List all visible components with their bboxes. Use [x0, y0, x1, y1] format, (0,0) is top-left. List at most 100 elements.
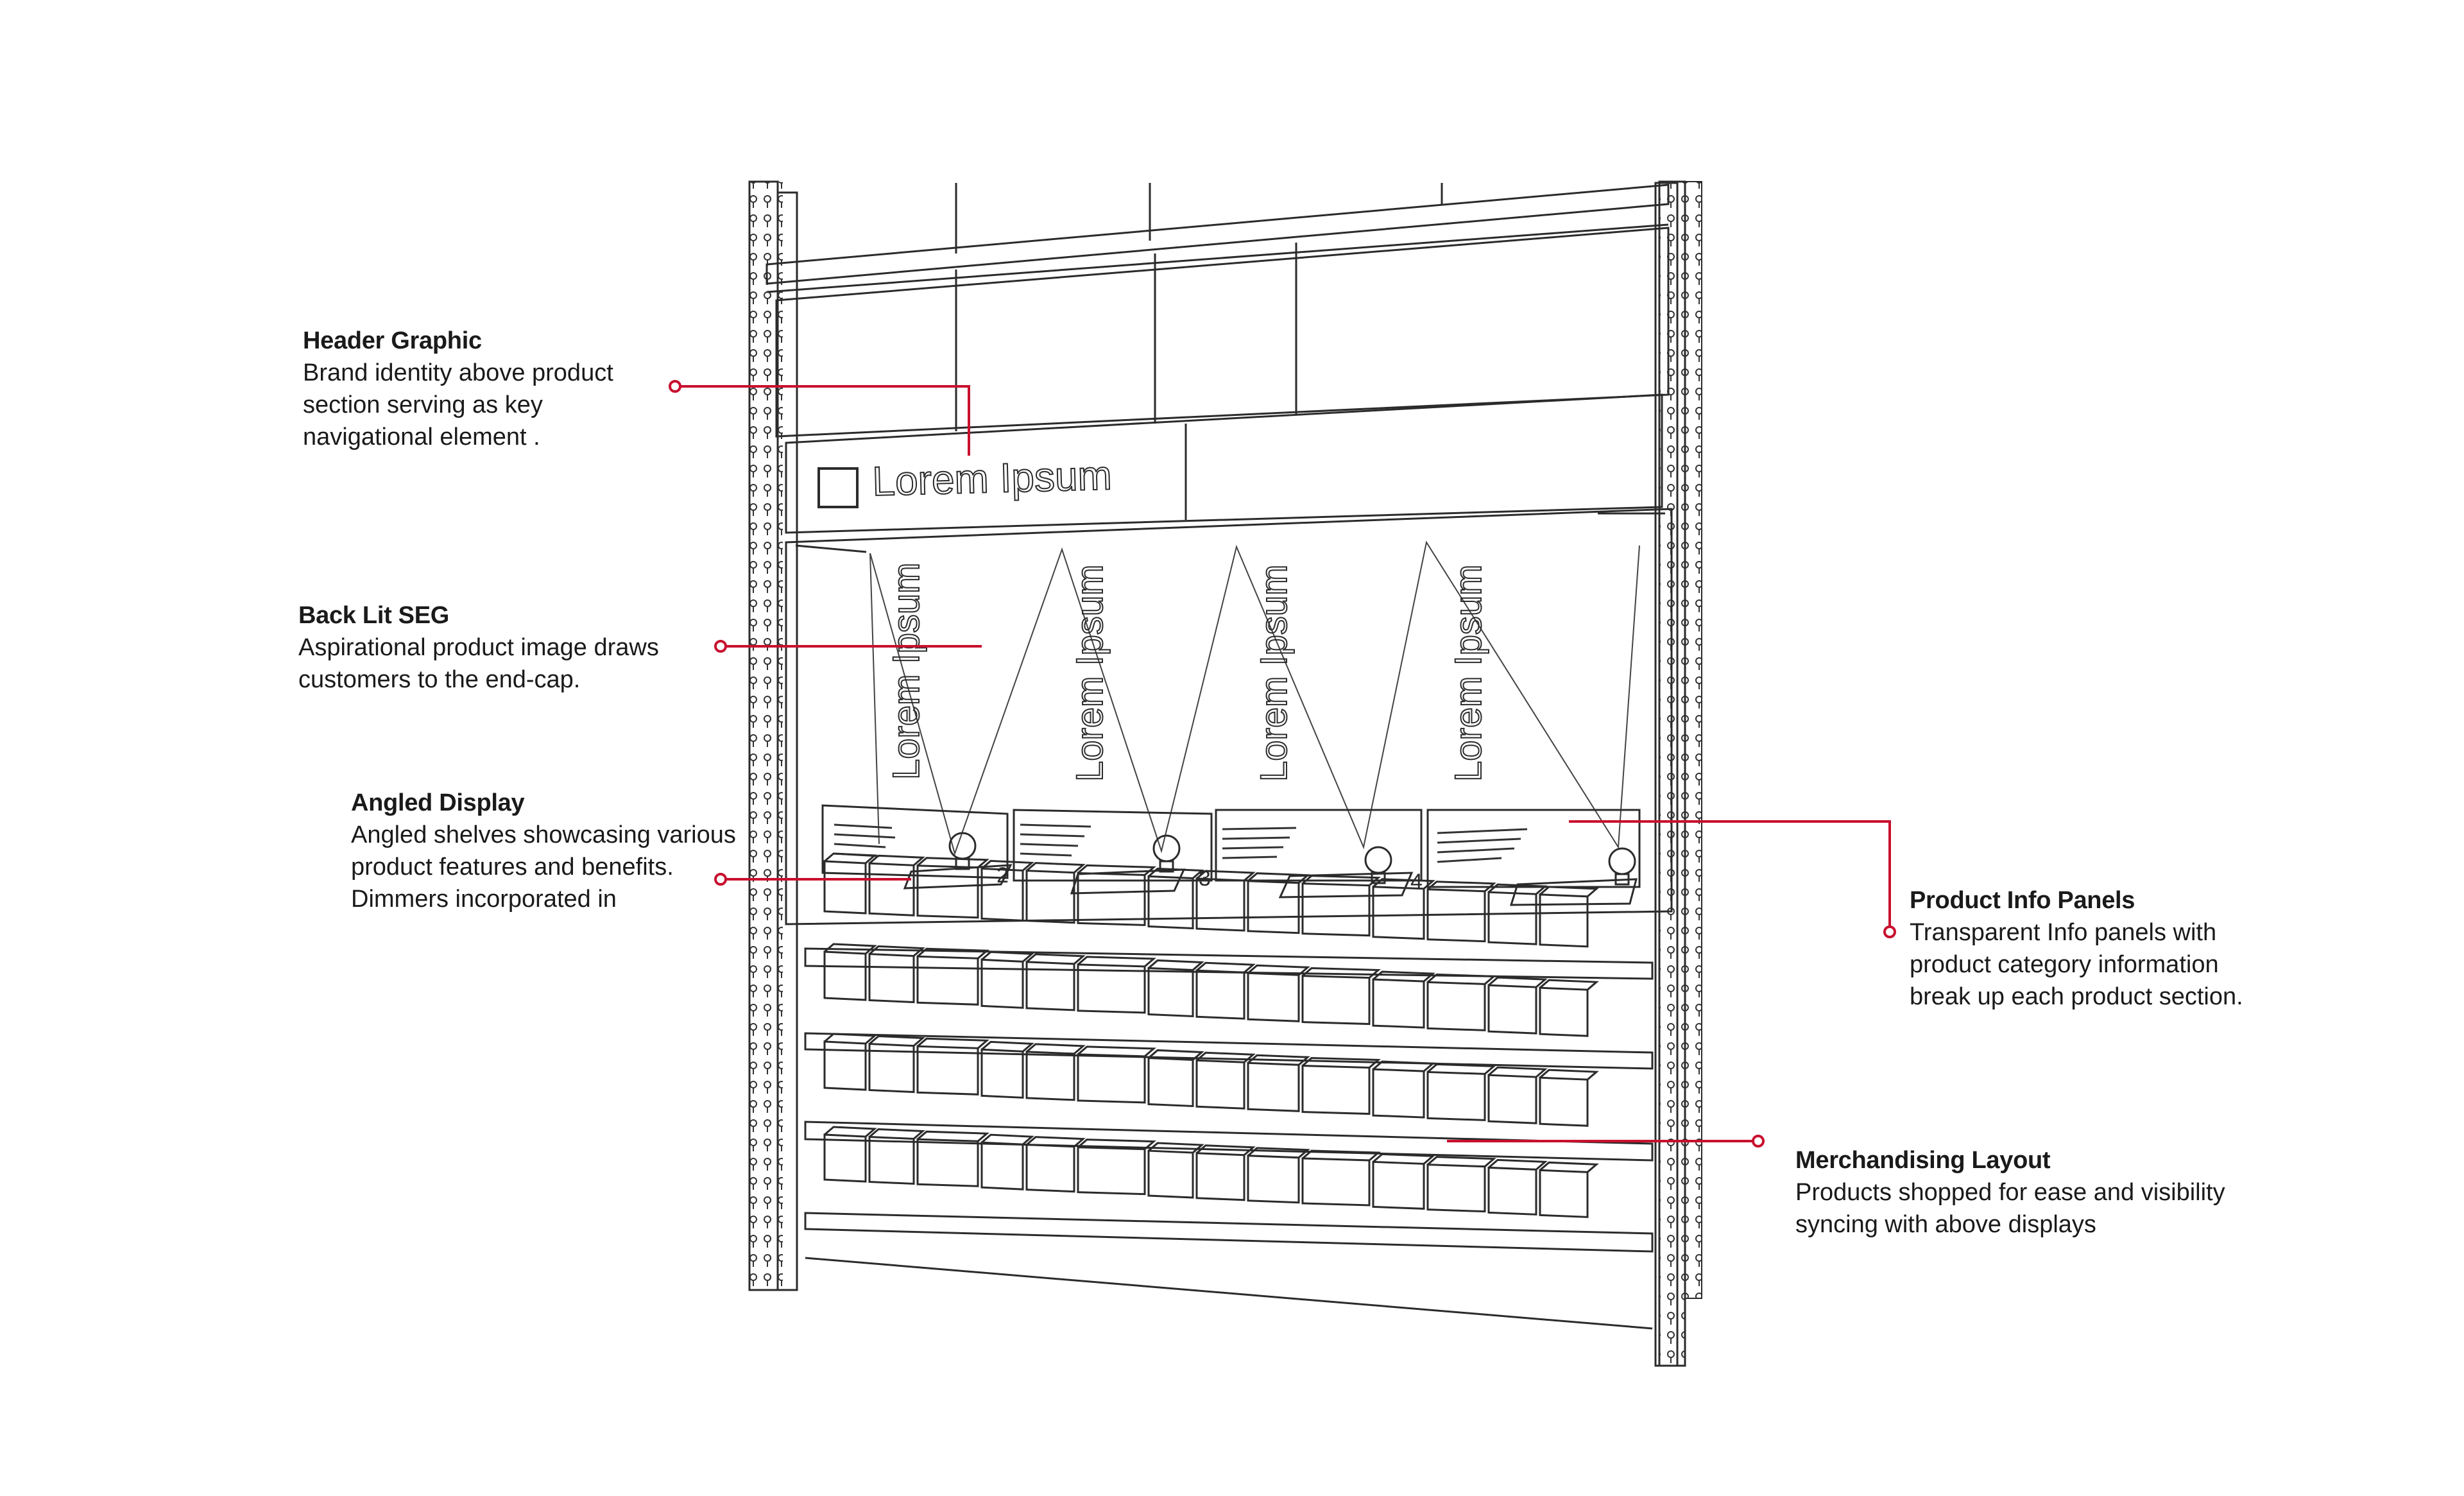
- callout-line: syncing with above displays: [1795, 1211, 2096, 1238]
- product-box: [823, 1040, 867, 1091]
- product-box-lid: [1302, 967, 1381, 979]
- product-box: [1301, 1157, 1371, 1207]
- callout-title: Header Graphic: [303, 327, 482, 354]
- product-box: [916, 1138, 979, 1187]
- product-box: [1539, 893, 1589, 948]
- product-box-lid: [1026, 953, 1086, 965]
- product-box-lid: [1196, 1051, 1256, 1063]
- product-box: [1147, 875, 1194, 930]
- product-info-panels: [821, 804, 1641, 888]
- product-boxes: [823, 852, 1599, 1218]
- product-box: [823, 950, 867, 1001]
- product-box: [1426, 1164, 1486, 1213]
- product-box-lid: [1026, 1136, 1086, 1148]
- product-box-lid: [1196, 870, 1256, 882]
- product-box: [1247, 972, 1300, 1022]
- product-box: [1077, 1146, 1146, 1196]
- header-graphic-panel: [775, 227, 1670, 534]
- callout-line: Aspirational product image draws: [298, 634, 659, 661]
- product-box-lid: [1488, 883, 1548, 895]
- product-box-lid: [1539, 1069, 1599, 1081]
- product-box-lid: [1302, 875, 1381, 886]
- product-box-lid: [1373, 1060, 1435, 1072]
- product-box-lid: [1373, 1153, 1435, 1165]
- product-box: [1372, 1068, 1425, 1119]
- top-frame: [766, 183, 1670, 293]
- product-box-lid: [1247, 1054, 1310, 1066]
- callout-line: section serving as key: [303, 391, 543, 418]
- product-box-lid: [1427, 881, 1496, 892]
- product-box: [980, 1048, 1024, 1099]
- product-box: [1539, 986, 1589, 1037]
- product-box: [868, 1135, 915, 1185]
- product-box: [823, 860, 867, 915]
- callout-header-graphic: Header Graphic Brand identity above prod…: [303, 325, 714, 453]
- product-box: [916, 864, 979, 919]
- product-box: [1539, 1169, 1589, 1218]
- product-box-lid: [1148, 959, 1204, 971]
- callout-product-info-panels: Product Info Panels Transparent Info pan…: [1910, 884, 2359, 1013]
- product-box: [1301, 1064, 1371, 1115]
- product-box: [1247, 1155, 1300, 1204]
- product-box: [1025, 870, 1075, 924]
- product-box-lid: [869, 854, 925, 866]
- product-box-lid: [1373, 878, 1435, 890]
- product-box-lid: [1196, 961, 1256, 974]
- spotlight-beams: [869, 540, 1640, 856]
- product-box: [1372, 1160, 1425, 1210]
- product-box-lid: [1539, 979, 1599, 991]
- product-box-lid: [1247, 1147, 1310, 1158]
- product-box-lid: [1026, 862, 1086, 873]
- callout-line: product category information: [1910, 951, 2219, 978]
- product-box-lid: [1148, 1142, 1204, 1154]
- product-box-lid: [1427, 1063, 1496, 1075]
- product-box-lid: [1077, 1045, 1156, 1058]
- product-box-lid: [824, 943, 877, 955]
- product-box-lid: [869, 945, 925, 957]
- product-box: [868, 862, 915, 916]
- product-box-lid: [1373, 970, 1435, 983]
- product-box-lid: [981, 1133, 1034, 1146]
- product-box: [1301, 882, 1371, 937]
- callout-back-lit-seg: Back Lit SEG Aspirational product image …: [298, 599, 735, 696]
- product-box: [1539, 1076, 1589, 1127]
- product-box: [1147, 1056, 1194, 1108]
- product-box: [1147, 967, 1194, 1018]
- product-box: [1487, 984, 1537, 1035]
- product-box: [1195, 969, 1245, 1020]
- product-box: [980, 958, 1024, 1009]
- product-box: [980, 1141, 1024, 1191]
- product-box-lid: [869, 1035, 925, 1047]
- callout-title: Product Info Panels: [1910, 887, 2135, 914]
- callout-line: Transparent Info panels with: [1910, 919, 2217, 946]
- product-box: [1195, 1152, 1245, 1201]
- back-lit-seg-panel: [785, 508, 1673, 925]
- product-box-lid: [1302, 1057, 1381, 1069]
- leader-lines: [675, 385, 1891, 1142]
- product-box: [1195, 1059, 1245, 1110]
- product-box: [1025, 1051, 1075, 1101]
- product-box-lid: [917, 1130, 989, 1142]
- product-box-lid: [1196, 1144, 1256, 1156]
- product-box: [1301, 974, 1371, 1026]
- product-box-lid: [1488, 976, 1548, 988]
- product-box-lid: [981, 1040, 1034, 1053]
- product-box: [916, 955, 979, 1006]
- seg-text-3: Lorem Ipsum: [1253, 565, 1295, 782]
- product-box-lid: [917, 947, 989, 959]
- product-box: [1426, 981, 1486, 1031]
- callout-line: customers to the end-cap.: [298, 666, 581, 693]
- product-box-lid: [1488, 1158, 1548, 1171]
- seg-text-4: Lorem Ipsum: [1448, 565, 1489, 782]
- product-box-lid: [824, 1033, 877, 1045]
- product-box-lid: [1539, 1161, 1599, 1173]
- callout-line: navigational element .: [303, 424, 540, 451]
- product-box-lid: [981, 950, 1034, 963]
- product-box-lid: [1488, 1066, 1548, 1078]
- header-logo-text: Lorem Ipsum: [871, 452, 1112, 504]
- product-box-lid: [1539, 886, 1599, 897]
- product-box: [868, 952, 915, 1004]
- callout-title: Back Lit SEG: [298, 602, 450, 629]
- leader-dots: [669, 380, 1896, 1148]
